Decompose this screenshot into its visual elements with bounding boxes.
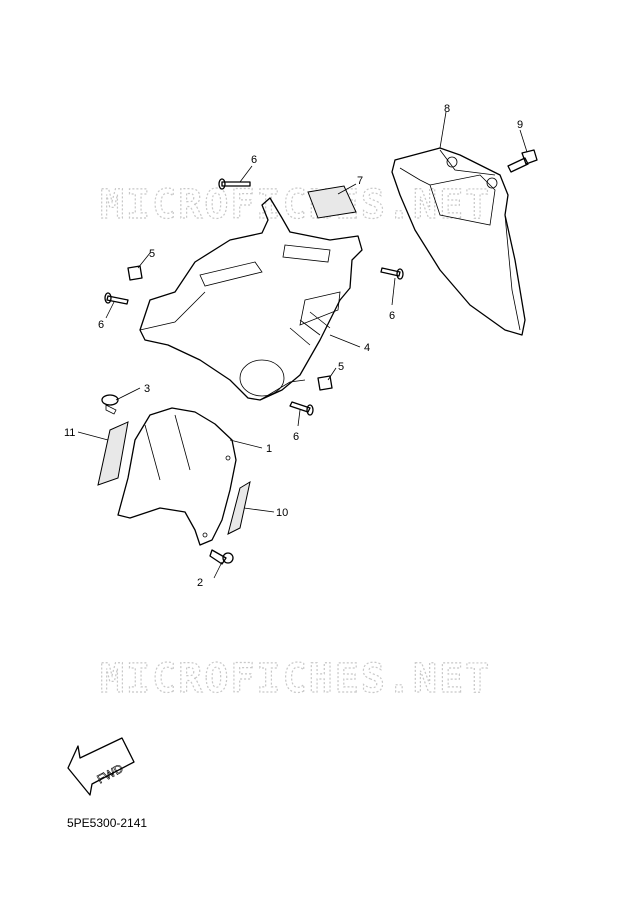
front-cover-part-1 [117, 407, 237, 546]
grommet-part-3 [101, 394, 119, 415]
screw-part-6-right [380, 267, 404, 280]
callout-6-right: 6 [389, 310, 395, 322]
diagram-code: 5PE5300-2141 [67, 816, 147, 830]
screw-part-6-top [218, 178, 251, 190]
callout-7: 7 [357, 175, 363, 187]
callout-2: 2 [197, 577, 203, 589]
callout-8: 8 [444, 103, 450, 115]
leader-lines [77, 111, 528, 579]
under-cover-part-4 [139, 197, 363, 401]
callout-6-left: 6 [98, 319, 104, 331]
nut-part-5-lower [317, 375, 333, 391]
callout-10: 10 [276, 507, 288, 519]
screw-part-6-bottom [289, 401, 314, 416]
decal-part-10 [227, 480, 251, 535]
callout-6-bottom: 6 [293, 431, 299, 443]
callout-1: 1 [266, 443, 272, 455]
screw-part-2 [209, 549, 234, 565]
callout-4: 4 [364, 342, 370, 354]
decal-part-11 [97, 421, 129, 486]
nut-part-5-upper [127, 265, 143, 281]
callout-5-lower: 5 [338, 361, 344, 373]
watermark-bottom: MICROFICHES.NET [100, 656, 491, 702]
callout-9: 9 [517, 119, 523, 131]
watermark-top: MICROFICHES.NET [100, 182, 491, 228]
fwd-label: FWD [95, 761, 126, 786]
callout-6-top: 6 [251, 154, 257, 166]
callout-11: 11 [64, 427, 75, 439]
bolt-part-9 [507, 149, 538, 173]
fwd-arrow-icon: FWD [67, 737, 135, 796]
screw-part-6-left [104, 292, 129, 305]
side-panel-part-8 [391, 147, 526, 336]
decal-part-7 [307, 185, 357, 219]
callout-3: 3 [144, 383, 150, 395]
callout-5-upper: 5 [149, 248, 155, 260]
